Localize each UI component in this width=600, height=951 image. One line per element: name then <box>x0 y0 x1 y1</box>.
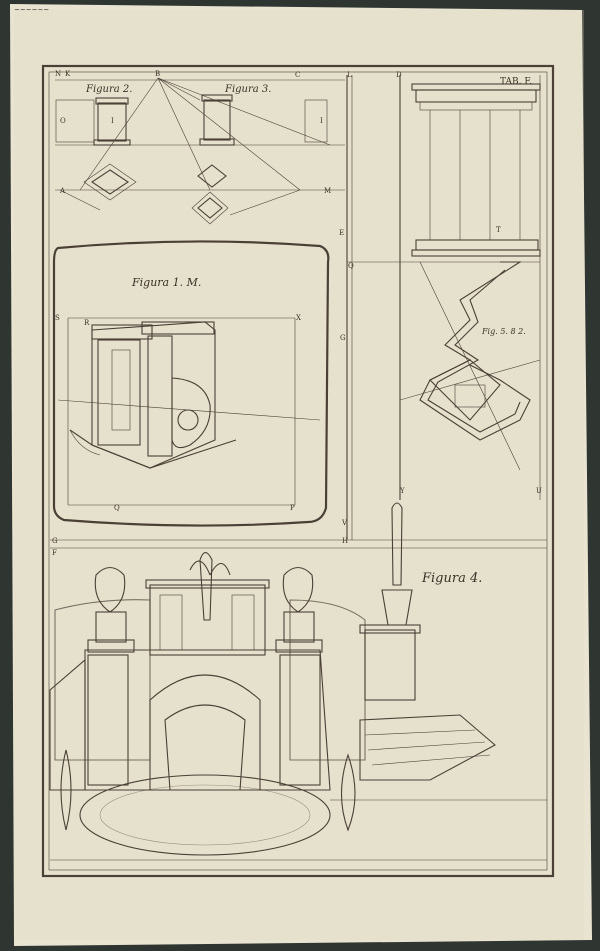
figure-2-3-perspective <box>55 77 345 225</box>
plate-border-outer <box>41 64 555 878</box>
svg-text:A: A <box>59 187 66 195</box>
svg-text:U: U <box>536 487 542 495</box>
paper-stain <box>14 10 584 940</box>
svg-text:Q: Q <box>114 504 120 512</box>
svg-text:Q: Q <box>348 262 354 270</box>
svg-text:E: E <box>339 229 344 237</box>
figure-4-fountain <box>49 502 547 861</box>
svg-text:B: B <box>155 70 160 78</box>
svg-text:R: R <box>84 319 90 327</box>
svg-text:G: G <box>340 334 346 342</box>
svg-text:K: K <box>65 70 71 78</box>
svg-text:I: I <box>111 117 114 125</box>
figure-2-title: Figura 2. <box>85 84 132 95</box>
svg-text:S: S <box>55 314 60 322</box>
figure-4-title: Figura 4. <box>421 571 482 586</box>
figure-1-title: Figura 1. M. <box>131 276 201 289</box>
figure-1-frame <box>52 240 330 527</box>
svg-text:L: L <box>347 71 352 79</box>
figure-3-title: Figura 3. <box>224 84 271 95</box>
svg-text:P: P <box>290 504 295 512</box>
plate-border-inner <box>48 71 548 871</box>
entablature-section <box>411 83 541 257</box>
svg-text:M: M <box>324 187 331 195</box>
figure-5-plan <box>399 261 541 471</box>
svg-text:C: C <box>295 71 300 79</box>
svg-text:O: O <box>60 117 66 125</box>
svg-text:D: D <box>396 71 402 79</box>
library-stamp: ~~~~~~ <box>14 6 49 14</box>
svg-text:V: V <box>341 519 348 527</box>
svg-text:I: I <box>320 117 323 125</box>
svg-text:N: N <box>55 70 61 78</box>
letter-markers: N K B C L D O I I E Q T Y U H V P Q A X … <box>52 70 542 557</box>
figure-5-title: Fig. 5. 8 2. <box>481 327 526 336</box>
svg-text:G: G <box>52 537 58 545</box>
svg-text:F: F <box>52 549 57 557</box>
svg-text:X: X <box>296 314 301 322</box>
svg-text:T: T <box>496 226 501 234</box>
svg-text:Y: Y <box>399 487 405 495</box>
svg-text:H: H <box>342 537 348 545</box>
plate-tab-label: TAB. F. <box>500 77 532 87</box>
